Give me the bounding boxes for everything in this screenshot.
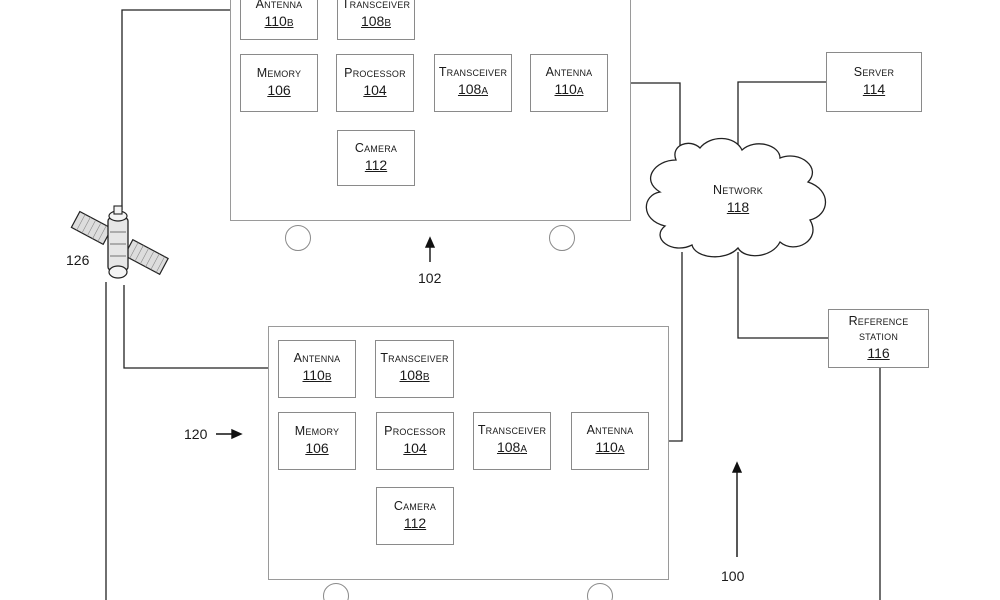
bottom-transceiver-b-num: 108B [399, 367, 430, 383]
bottom-memory-label: Memory [294, 424, 340, 438]
reference-station-label-2: station [858, 329, 899, 343]
top-antenna-b-label: Antenna [255, 0, 303, 11]
vehicle-top-wheel-left [285, 225, 311, 251]
top-transceiver-b: Transceiver 108B [337, 0, 415, 40]
vehicle-bottom-wheel-right [587, 583, 613, 600]
top-memory-num: 106 [267, 82, 291, 98]
network: Network 118 [690, 178, 786, 222]
reference-station: Reference station 116 [828, 309, 929, 368]
link-satellite-top-antenna [121, 9, 240, 210]
server: Server 114 [826, 52, 922, 112]
bottom-antenna-b-num: 110B [302, 367, 332, 383]
top-transceiver-b-num: 108B [360, 13, 392, 29]
network-cloud [645, 137, 826, 258]
network-num: 118 [726, 199, 750, 215]
top-processor-num: 104 [363, 82, 387, 98]
bottom-antenna-b: Antenna 110B [278, 340, 356, 398]
bottom-antenna-a-num: 110A [595, 439, 625, 455]
bottom-transceiver-a-num: 108A [496, 439, 528, 455]
bottom-processor-label: Processor [384, 424, 446, 438]
vehicle-top-ref: 102 [418, 270, 442, 286]
top-camera-num: 112 [364, 157, 388, 173]
top-processor: Processor 104 [336, 54, 414, 112]
top-transceiver-a: Transceiver 108A [434, 54, 512, 112]
bottom-processor-num: 104 [403, 440, 427, 456]
link-top-antenna-network [608, 82, 681, 148]
link-network-reference-station [737, 252, 828, 339]
server-label: Server [853, 65, 895, 79]
network-label: Network [713, 183, 763, 197]
bottom-memory: Memory 106 [278, 412, 356, 470]
link-satellite-bottom-antenna [123, 285, 278, 369]
server-num: 114 [862, 81, 886, 97]
top-transceiver-b-label: Transceiver [341, 0, 411, 11]
bottom-antenna-a: Antenna 110A [571, 412, 649, 470]
top-transceiver-a-num: 108A [457, 81, 489, 97]
vehicle-bottom-wheel-left [323, 583, 349, 600]
bottom-antenna-b-label: Antenna [293, 351, 341, 365]
top-antenna-b: Antenna 110B [240, 0, 318, 40]
vehicle-top-wheel-right [549, 225, 575, 251]
satellite-ref: 126 [66, 252, 90, 268]
vehicle-bottom-ref: 120 [184, 426, 208, 442]
top-processor-label: Processor [344, 66, 406, 80]
reference-station-label-1: Reference [848, 314, 909, 328]
top-antenna-b-num: 110B [264, 13, 294, 29]
bottom-transceiver-a: Transceiver 108A [473, 412, 551, 470]
top-antenna-a-num: 110A [554, 81, 584, 97]
bottom-transceiver-b-label: Transceiver [380, 351, 449, 365]
bottom-camera-num: 112 [403, 515, 427, 531]
top-transceiver-a-label: Transceiver [438, 65, 508, 79]
bottom-camera-label: Camera [393, 499, 437, 513]
top-memory-label: Memory [256, 66, 302, 80]
link-network-server [737, 81, 826, 150]
bottom-camera: Camera 112 [376, 487, 454, 545]
top-antenna-a-label: Antenna [545, 65, 593, 79]
bottom-antenna-a-label: Antenna [586, 423, 634, 437]
top-camera-label: Camera [354, 141, 398, 155]
bottom-transceiver-a-label: Transceiver [477, 423, 547, 437]
system-ref: 100 [721, 568, 745, 584]
bottom-memory-num: 106 [305, 440, 329, 456]
reference-station-num: 116 [867, 345, 890, 361]
top-camera: Camera 112 [337, 130, 415, 186]
top-antenna-a: Antenna 110A [530, 54, 608, 112]
bottom-processor: Processor 104 [376, 412, 454, 470]
satellite-icon [70, 205, 169, 279]
top-memory: Memory 106 [240, 54, 318, 112]
bottom-transceiver-b: Transceiver 108B [375, 340, 454, 398]
